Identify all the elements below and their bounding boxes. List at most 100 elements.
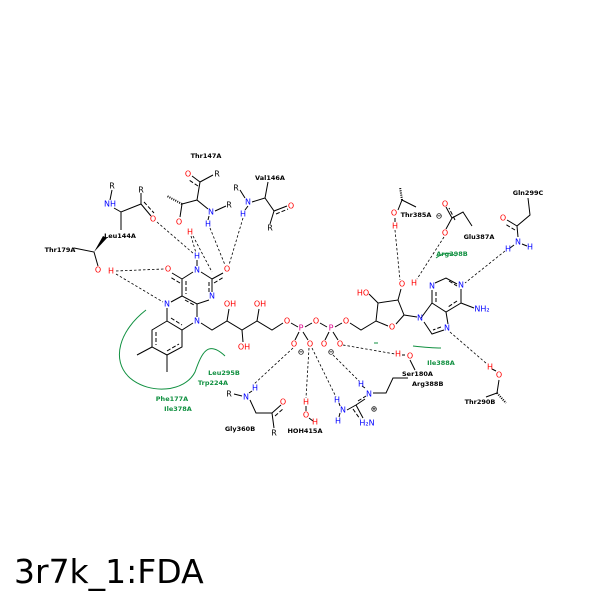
residue-label-leu144a: Leu144A: [104, 232, 136, 240]
atom-label-o: O: [313, 317, 319, 326]
atom-label-n: N: [458, 281, 464, 290]
atom-label-o: O: [307, 340, 313, 349]
atom-label-o: O: [288, 202, 294, 211]
atom-label-minus: ⊖: [328, 348, 335, 357]
atom-label-p: P: [299, 324, 304, 333]
atom-label-n: N: [429, 282, 435, 291]
atom-label-o: O: [442, 200, 448, 209]
atom-label-h: H: [252, 384, 258, 393]
atom-label-h: H: [312, 418, 318, 427]
residue-label-val146a: Val146A: [255, 174, 285, 182]
hydrophobic-contacts: [119, 253, 457, 390]
atom-label-o: O: [399, 280, 405, 289]
atom-label-o: O: [150, 215, 156, 224]
atom-label-nh2: NH₂: [474, 305, 489, 314]
atom-label-o: O: [284, 317, 290, 326]
residue-label-hoh415a: HOH415A: [287, 427, 322, 435]
hydrophobic-label-arg298b: Arg298B: [436, 250, 467, 258]
atom-label-o: O: [389, 323, 395, 332]
atom-label-h: H: [411, 279, 417, 288]
residue-label-thr385a: Thr385A: [401, 211, 432, 219]
atom-label-h: H: [395, 350, 401, 359]
atom-label-plus: ⊕: [371, 405, 378, 414]
hydrogen-bonds: [115, 217, 506, 399]
atom-label-o: O: [280, 398, 286, 407]
atom-label-h: H: [358, 380, 364, 389]
atom-label-p: P: [329, 324, 334, 333]
atom-label-o: O: [165, 265, 171, 274]
atom-label-o: O: [337, 340, 343, 349]
atom-label-h: H: [240, 210, 246, 219]
residue-labels: Thr147A Val146A Leu144A Thr179A Thr385A …: [45, 152, 544, 435]
atom-label-h: H: [303, 398, 309, 407]
atom-label-h: H: [527, 243, 533, 252]
residue-label-gln299c: Gln299C: [513, 189, 544, 197]
atom-label-h: H: [108, 267, 114, 276]
atom-label-r: R: [233, 184, 239, 193]
atom-label-n: N: [245, 198, 251, 207]
atom-label-o: O: [442, 229, 448, 238]
atom-label-h: H: [505, 245, 511, 254]
atom-label-ho: HO: [357, 289, 369, 298]
atom-label-oh: OH: [238, 343, 250, 352]
atom-label-r: R: [214, 170, 220, 179]
atom-label-o: O: [185, 170, 191, 179]
residue-label-thr290b: Thr290B: [465, 398, 496, 406]
atom-label-o: O: [224, 265, 230, 274]
atom-label-n: N: [164, 300, 170, 309]
atom-label-h: H: [392, 222, 398, 231]
atom-label-h: H: [187, 228, 193, 237]
atom-label-oh: OH: [224, 300, 236, 309]
atom-label-h: H: [334, 396, 340, 405]
atom-label-n: N: [243, 393, 249, 402]
atom-label-h: H: [335, 417, 341, 426]
atom-label-r: R: [267, 224, 273, 233]
atom-label-h2n: H₂N: [359, 419, 374, 428]
residue-bonds: [73, 174, 531, 429]
hydrophobic-arc-arg298: [435, 253, 457, 259]
residue-label-thr179a: Thr179A: [45, 246, 76, 254]
atom-label-h: H: [205, 220, 211, 229]
atom-label-r: R: [109, 182, 115, 191]
atom-label-n: N: [515, 238, 521, 247]
atom-label-o: O: [176, 218, 182, 227]
hydrophobic-label-trp224a: Trp224A: [198, 379, 228, 387]
atom-label-n: N: [417, 314, 423, 323]
atom-label-n: N: [366, 390, 372, 399]
atom-label-minus: ⊖: [298, 348, 305, 357]
atom-label-nh: NH: [104, 200, 116, 209]
atom-label-n: N: [444, 324, 450, 333]
atom-label-o: O: [343, 317, 349, 326]
hydrophobic-label-phe177a: Phe177A: [156, 395, 188, 403]
residue-label-gly360b: Gly360B: [225, 425, 255, 433]
atom-label-o: O: [391, 209, 397, 218]
atom-label-h: H: [487, 363, 493, 372]
atom-label-r: R: [138, 186, 144, 195]
atom-label-o: O: [291, 340, 297, 349]
atom-label-o: O: [496, 371, 502, 380]
ligand-bonds: [136, 260, 475, 372]
atom-label-o: O: [500, 214, 506, 223]
hydrophobic-arc-ile388: [412, 345, 442, 349]
atom-label-r: R: [226, 390, 232, 399]
atom-label-oh: OH: [254, 300, 266, 309]
hydrophobic-arc-phe177-ile378: [119, 309, 226, 390]
residue-label-ser180a: Ser180A: [402, 370, 433, 378]
atom-label-h: H: [194, 252, 200, 261]
atom-label-n: N: [209, 292, 215, 301]
atom-label-o: O: [95, 266, 101, 275]
atom-label-r: R: [226, 201, 232, 210]
hydrophobic-label-leu295b: Leu295B: [208, 369, 240, 377]
ligand-title: 3r7k_1:FDA: [14, 552, 204, 591]
atom-label-o: O: [321, 340, 327, 349]
atom-label-o: O: [303, 411, 309, 420]
residue-label-arg388b: Arg388B: [412, 380, 443, 388]
residue-label-thr147a: Thr147A: [191, 152, 222, 160]
atom-label-n: N: [194, 266, 200, 275]
atom-label-n: N: [194, 317, 200, 326]
atom-label-n: N: [340, 406, 346, 415]
atom-label-o: O: [407, 352, 413, 361]
atom-label-r: R: [271, 429, 277, 438]
